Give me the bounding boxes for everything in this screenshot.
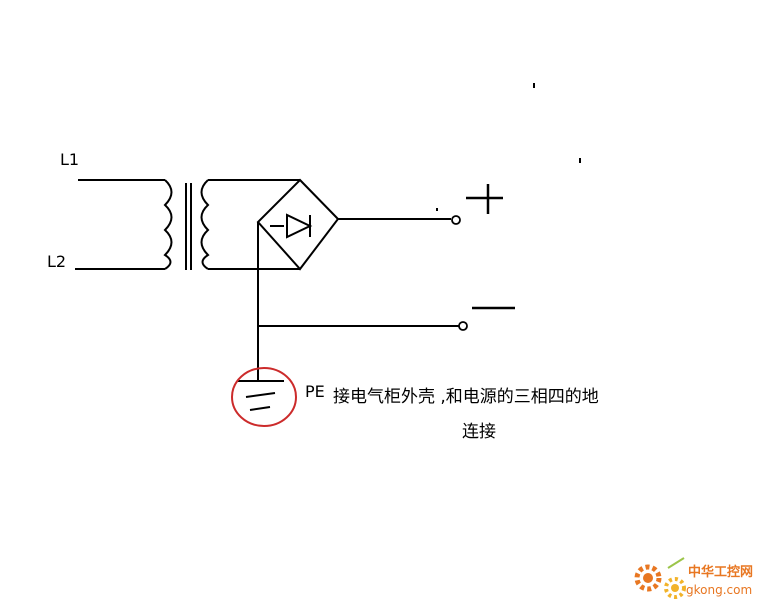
label-l2: L2 xyxy=(47,252,67,271)
label-pe: PE xyxy=(305,382,325,401)
watermark-cn: 中华工控网 xyxy=(688,565,754,580)
gear-icon xyxy=(664,577,686,599)
note-line-1: 接电气柜外壳 ,和电源的三相四的地 xyxy=(333,387,599,407)
transformer-secondary-coil xyxy=(200,179,210,270)
rectifier-bridge xyxy=(256,178,340,271)
note-line-2: 连接 xyxy=(462,422,496,442)
ground-bar-3 xyxy=(249,406,271,411)
label-l1: L1 xyxy=(60,150,80,169)
ground-bar-2 xyxy=(245,392,276,398)
speck xyxy=(533,83,535,88)
gear-icon xyxy=(634,564,662,592)
ground-highlight-circle xyxy=(231,367,297,427)
terminal-negative xyxy=(458,321,468,331)
watermark-url: gkong.com xyxy=(686,583,753,597)
transformer-primary-coil xyxy=(163,179,173,270)
diode-triangle xyxy=(286,213,313,239)
watermark-swoosh xyxy=(667,557,685,569)
speck xyxy=(436,208,438,211)
speck xyxy=(579,158,581,163)
terminal-positive xyxy=(451,215,461,225)
